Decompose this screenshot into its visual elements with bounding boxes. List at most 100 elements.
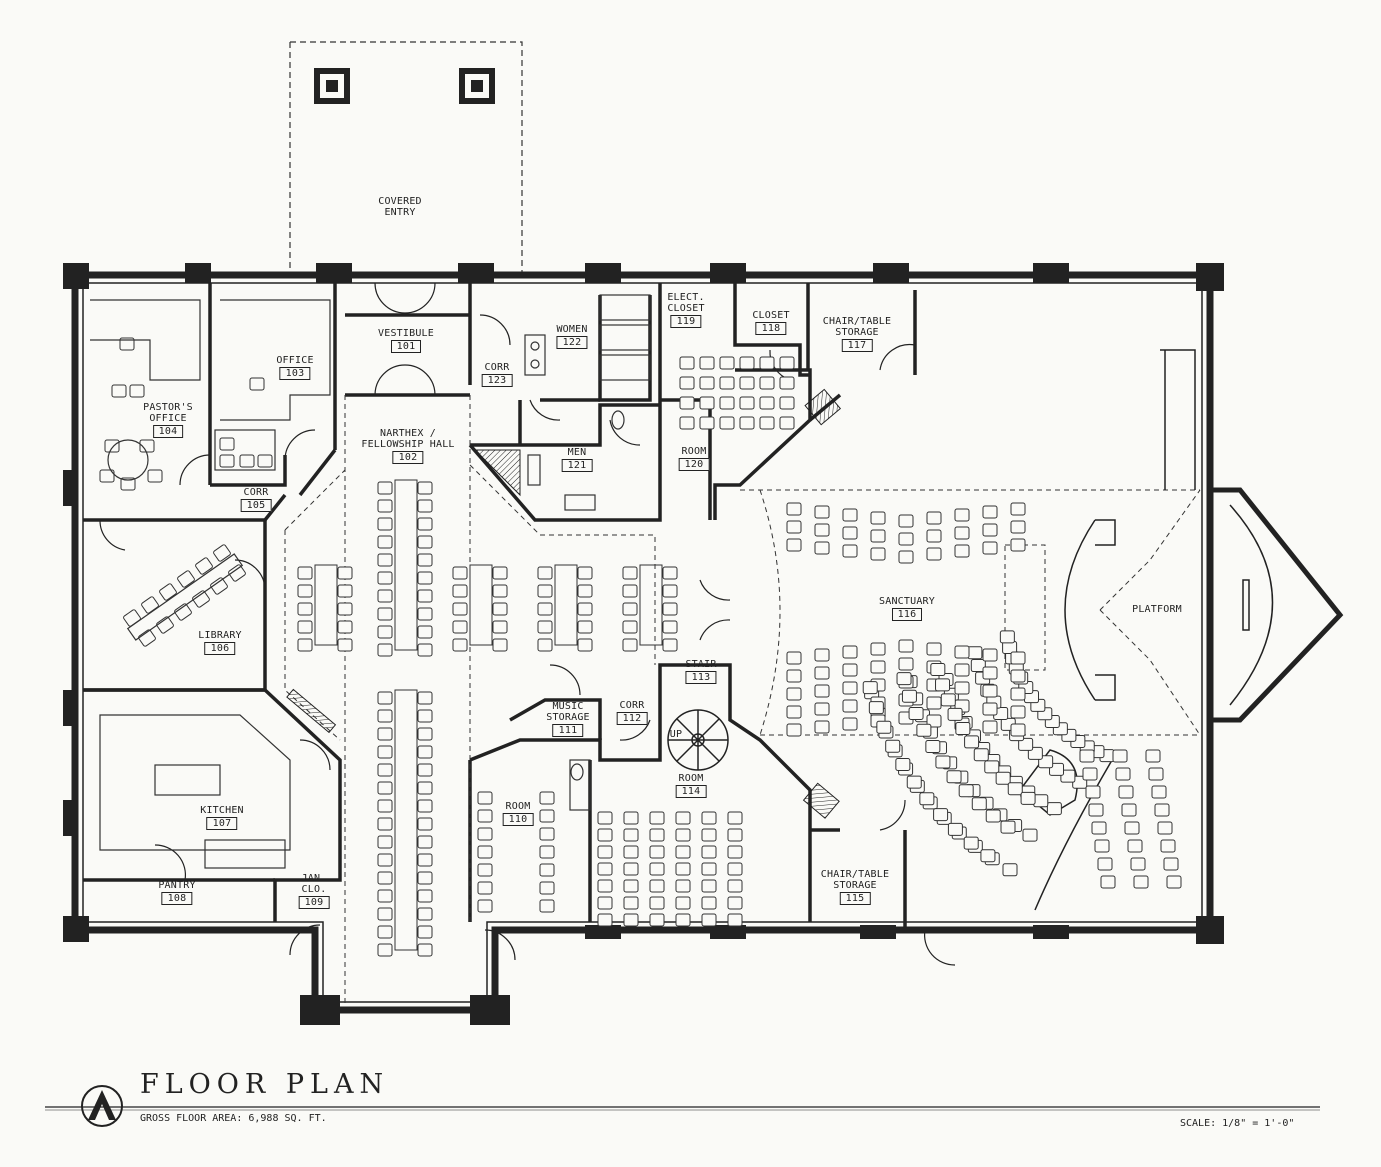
chair bbox=[377, 589, 393, 603]
chair bbox=[935, 678, 951, 692]
chair bbox=[926, 714, 942, 728]
chair bbox=[597, 828, 613, 842]
chair bbox=[885, 739, 901, 753]
chair bbox=[539, 863, 555, 877]
chair bbox=[577, 602, 593, 616]
chair bbox=[577, 566, 593, 580]
chair bbox=[1010, 669, 1026, 683]
chair bbox=[297, 638, 313, 652]
chair bbox=[759, 376, 775, 390]
chair bbox=[228, 564, 246, 582]
chair bbox=[940, 693, 956, 707]
chair bbox=[1046, 802, 1062, 816]
chair bbox=[954, 645, 970, 659]
kitchen-island bbox=[99, 714, 291, 869]
chair bbox=[337, 602, 353, 616]
chair bbox=[679, 396, 695, 410]
chair bbox=[955, 721, 971, 735]
chair bbox=[623, 913, 639, 927]
title-rule bbox=[45, 1106, 1320, 1111]
chair bbox=[926, 511, 942, 525]
chair bbox=[1112, 749, 1128, 763]
chair bbox=[896, 672, 912, 686]
chair bbox=[597, 845, 613, 859]
chair bbox=[257, 454, 273, 468]
chair bbox=[870, 660, 886, 674]
spiral-stair bbox=[667, 709, 729, 771]
chair bbox=[623, 811, 639, 825]
chair bbox=[623, 862, 639, 876]
chair bbox=[985, 809, 1001, 823]
chair bbox=[984, 760, 1000, 774]
seating bbox=[99, 337, 1182, 957]
chair bbox=[814, 541, 830, 555]
chair bbox=[297, 620, 313, 634]
chair bbox=[623, 845, 639, 859]
chair bbox=[1033, 794, 1049, 808]
chair bbox=[417, 889, 433, 903]
chair bbox=[377, 853, 393, 867]
chair bbox=[1115, 767, 1131, 781]
chair bbox=[417, 589, 433, 603]
chair bbox=[1010, 705, 1026, 719]
chair bbox=[477, 791, 493, 805]
hatched-niches bbox=[286, 388, 842, 819]
table bbox=[314, 564, 338, 646]
chair bbox=[195, 557, 213, 575]
chair bbox=[219, 454, 235, 468]
chair bbox=[417, 691, 433, 705]
chair bbox=[213, 544, 231, 562]
chair bbox=[786, 687, 802, 701]
restroom-fixtures bbox=[524, 294, 651, 811]
chair bbox=[539, 881, 555, 895]
chair bbox=[675, 862, 691, 876]
covered-entry-outline bbox=[289, 41, 523, 275]
chair bbox=[1133, 875, 1149, 889]
chair bbox=[958, 784, 974, 798]
chair bbox=[417, 871, 433, 885]
chair bbox=[1000, 820, 1016, 834]
chair bbox=[982, 684, 998, 698]
chair bbox=[377, 727, 393, 741]
chair bbox=[492, 602, 508, 616]
chair bbox=[177, 570, 195, 588]
chair bbox=[679, 356, 695, 370]
chair bbox=[1148, 767, 1164, 781]
chair bbox=[477, 881, 493, 895]
chair bbox=[870, 511, 886, 525]
chair bbox=[898, 532, 914, 546]
chair bbox=[539, 899, 555, 913]
chair bbox=[649, 845, 665, 859]
chair bbox=[759, 416, 775, 430]
chair bbox=[141, 596, 159, 614]
chair bbox=[537, 638, 553, 652]
chair bbox=[297, 584, 313, 598]
chair bbox=[699, 396, 715, 410]
chair bbox=[842, 663, 858, 677]
chair bbox=[786, 520, 802, 534]
chair bbox=[701, 896, 717, 910]
label-stair-up: UP bbox=[669, 729, 683, 740]
chair bbox=[452, 620, 468, 634]
chair bbox=[377, 763, 393, 777]
chair bbox=[452, 638, 468, 652]
chair bbox=[1020, 791, 1036, 805]
chair bbox=[727, 879, 743, 893]
chair bbox=[842, 508, 858, 522]
chair bbox=[417, 481, 433, 495]
chair bbox=[701, 879, 717, 893]
chair bbox=[1166, 875, 1182, 889]
